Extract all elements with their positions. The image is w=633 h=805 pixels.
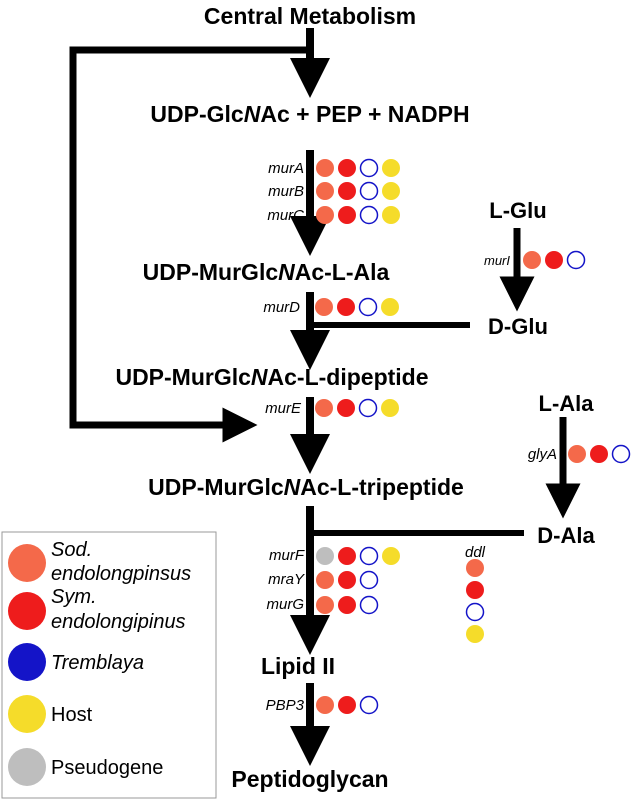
presence-dot-murB-host xyxy=(382,182,400,200)
presence-dot-murC-sym xyxy=(338,206,356,224)
gene-label-murC: murC xyxy=(267,207,304,224)
presence-dot-PBP3-tremblaya-empty xyxy=(359,695,379,715)
presence-dot-murA-sym xyxy=(338,159,356,177)
legend: Sod. endolongpinsus Sym. endolongipinus … xyxy=(1,531,217,799)
gene-label-PBP3: PBP3 xyxy=(266,697,305,714)
gene-dots-murF xyxy=(316,546,400,566)
node-central-metabolism: Central Metabolism xyxy=(204,3,416,29)
presence-dot-glyA-tremblaya-empty xyxy=(611,444,631,464)
presence-dot-ddl-sym xyxy=(466,581,484,599)
gene-label-mraY: mraY xyxy=(268,571,305,588)
gene-label-murD: murD xyxy=(263,299,300,316)
gene-dots-glyA xyxy=(568,444,631,464)
node-substrates: UDP-GlcNAc + PEP + NADPH xyxy=(150,101,469,127)
node-lipid-ii: Lipid II xyxy=(261,653,335,679)
legend-label-sym-line1: Sym. xyxy=(51,586,97,608)
node-udp-murglcnac-l-dipeptide: UDP-MurGlcNAc-L-dipeptide xyxy=(115,364,428,390)
node-udp-murglcnac-l-ala: UDP-MurGlcNAc-L-Ala xyxy=(143,259,390,285)
gene-dots-mraY xyxy=(316,570,379,590)
legend-swatch-sod xyxy=(8,544,46,582)
presence-dot-murI-tremblaya-empty xyxy=(566,250,586,270)
gene-dots-murI xyxy=(523,250,586,270)
gene-dots-murA xyxy=(316,158,400,178)
presence-dot-murF-tremblaya-empty xyxy=(359,546,379,566)
arrow-central-loop xyxy=(69,46,310,443)
gene-label-murI: murI xyxy=(484,253,510,268)
presence-dot-murB-sod xyxy=(316,182,334,200)
presence-dot-murA-sod xyxy=(316,159,334,177)
gene-dots-murC xyxy=(316,205,400,225)
presence-dot-murG-sod xyxy=(316,596,334,614)
node-peptidoglycan: Peptidoglycan xyxy=(231,766,388,792)
gene-dots-murB xyxy=(316,181,400,201)
gene-dots-murG xyxy=(316,595,379,615)
gene-label-murA: murA xyxy=(268,160,304,177)
legend-label-sod-line1: Sod. xyxy=(51,539,92,561)
presence-dot-ddl-host xyxy=(466,625,484,643)
legend-swatch-tremblaya xyxy=(8,643,46,681)
presence-dot-murD-host xyxy=(381,298,399,316)
gene-label-murG: murG xyxy=(267,596,305,613)
presence-dot-murG-tremblaya-empty xyxy=(359,595,379,615)
presence-dot-murE-sym xyxy=(337,399,355,417)
presence-dot-ddl-tremblaya-empty xyxy=(465,602,485,622)
gene-label-murF: murF xyxy=(269,547,305,564)
presence-dot-murE-host xyxy=(381,399,399,417)
presence-dot-PBP3-sym xyxy=(338,696,356,714)
presence-dot-murF-sym xyxy=(338,547,356,565)
presence-dot-mraY-sym xyxy=(338,571,356,589)
presence-dot-murA-host xyxy=(382,159,400,177)
presence-dot-murB-sym xyxy=(338,182,356,200)
legend-swatch-host xyxy=(8,695,46,733)
presence-dot-murA-tremblaya-empty xyxy=(359,158,379,178)
legend-label-sym-line2: endolongipinus xyxy=(51,611,186,633)
legend-swatch-sym xyxy=(8,592,46,630)
presence-dot-murD-sym xyxy=(337,298,355,316)
gene-dots-PBP3 xyxy=(316,695,379,715)
gene-label-ddl: ddl xyxy=(465,544,486,561)
presence-dot-mraY-tremblaya-empty xyxy=(359,570,379,590)
presence-dot-PBP3-sod xyxy=(316,696,334,714)
legend-label-sod-line2: endolongpinsus xyxy=(51,563,191,585)
presence-dot-murI-sod xyxy=(523,251,541,269)
node-l-ala: L-Ala xyxy=(539,391,595,416)
legend-label-pseudogene: Pseudogene xyxy=(51,757,163,779)
gene-label-murB: murB xyxy=(268,183,304,200)
legend-label-tremblaya: Tremblaya xyxy=(51,652,144,674)
presence-dot-murD-tremblaya-empty xyxy=(358,297,378,317)
presence-dot-ddl-sod xyxy=(466,559,484,577)
gene-dots-murD xyxy=(315,297,399,317)
presence-dot-murG-sym xyxy=(338,596,356,614)
presence-dot-murC-host xyxy=(382,206,400,224)
legend-label-host: Host xyxy=(51,704,93,726)
gene-label-glyA: glyA xyxy=(528,446,557,463)
node-l-glu: L-Glu xyxy=(489,198,546,223)
presence-dot-murB-tremblaya-empty xyxy=(359,181,379,201)
presence-dot-murD-sod xyxy=(315,298,333,316)
presence-dot-murE-tremblaya-empty xyxy=(358,398,378,418)
node-d-glu: D-Glu xyxy=(488,314,548,339)
presence-dot-glyA-sym xyxy=(590,445,608,463)
presence-dot-murF-host xyxy=(382,547,400,565)
gene-label-murE: murE xyxy=(265,400,302,417)
presence-dot-murI-sym xyxy=(545,251,563,269)
presence-dot-glyA-sod xyxy=(568,445,586,463)
presence-dot-murF-pseudogene xyxy=(316,547,334,565)
legend-swatch-pseudogene xyxy=(8,748,46,786)
node-d-ala: D-Ala xyxy=(537,523,595,548)
presence-dot-murC-tremblaya-empty xyxy=(359,205,379,225)
node-udp-murglcnac-l-tripeptide: UDP-MurGlcNAc-L-tripeptide xyxy=(148,474,464,500)
presence-dot-murC-sod xyxy=(316,206,334,224)
presence-dot-murE-sod xyxy=(315,399,333,417)
gene-dots-ddl xyxy=(465,559,485,643)
gene-dots-murE xyxy=(315,398,399,418)
presence-dot-mraY-sod xyxy=(316,571,334,589)
